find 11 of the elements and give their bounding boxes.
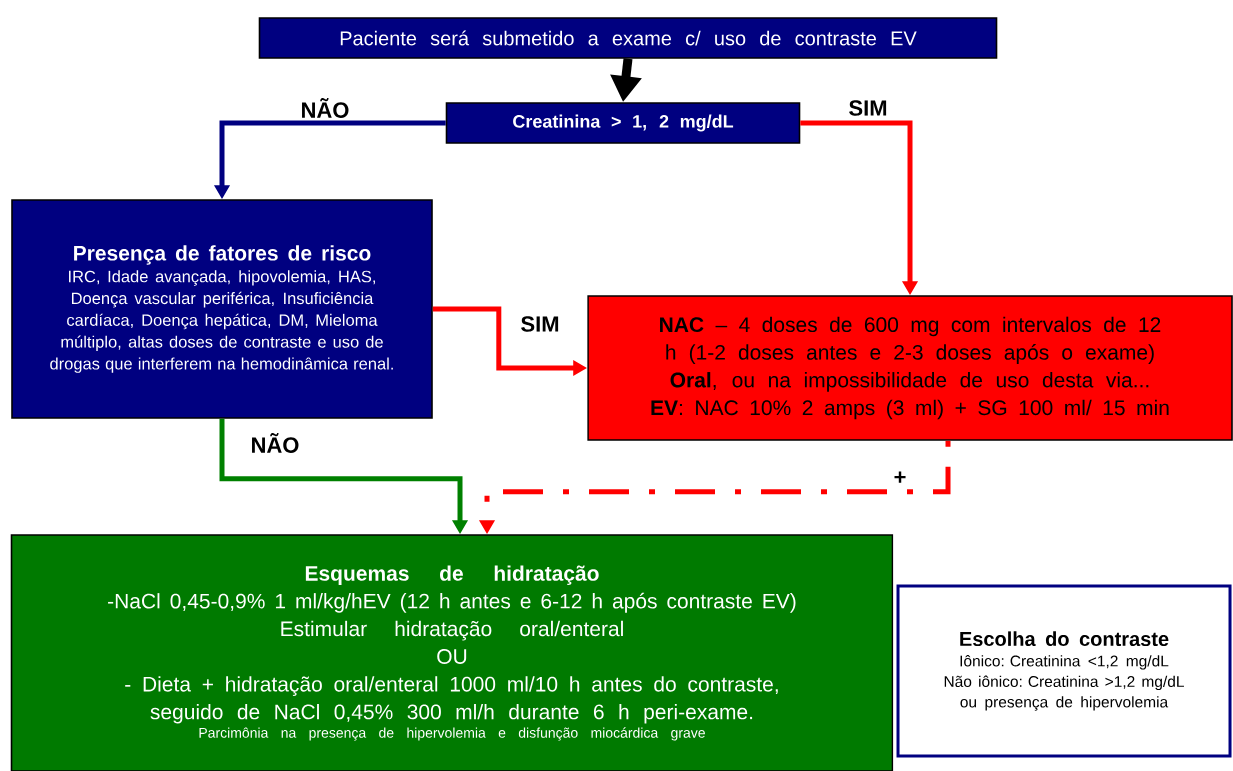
edge-label: SIM [847, 99, 889, 117]
edge-label: NÃO [249, 432, 301, 454]
decision-box: Creatinina > 1, 2 mg/dL [445, 102, 801, 144]
edge-label: SIM [519, 315, 561, 333]
process-box: Paciente será submetido a exame c/ uso de contraste EV [258, 17, 998, 59]
edge-label: + [892, 470, 908, 486]
treatment-box: NAC – 4 doses de 600 mg com intervalos de 12 h (1-2 doses antes e 2-3 doses após o exame) Oral, ou na impossibilidade de uso desta via... EV: NAC 10% 2 amps (3 ml) + SG 100 ml/ 15 min [587, 295, 1233, 441]
hydration-box: Esquemas de hidratação -NaCl 0,45-0,9% 1 ml/kg/hEV (12 h antes e 6-12 h após contraste EV) Estimular hidratação oral/enteral OU - Dieta + hidratação oral/enteral 1000 ml/10 h antes do contraste, seguido de NaCl 0,45% 300 ml/h durante 6 h peri-exame. Parcimônia na presença de hipervolemia e disfunção miocárdica grave [10, 534, 894, 771]
risk-factor-box: Presença de fatores de risco IRC, Idade avançada, hipovolemia, HAS, Doença vascular periférica, Insuficiência cardíaca, Doença hepática, DM, Mieloma múltiplo, altas doses de contraste e uso de drogas que interferem na hemodinâmica renal. [11, 199, 433, 419]
edge-label: NÃO [299, 97, 351, 119]
contrast-choice-box: Escolha do contraste Iônico: Creatinina <1,2 mg/dL Não iônico: Creatinina >1,2 mg/dL ou presença de hipervolemia [896, 584, 1232, 758]
